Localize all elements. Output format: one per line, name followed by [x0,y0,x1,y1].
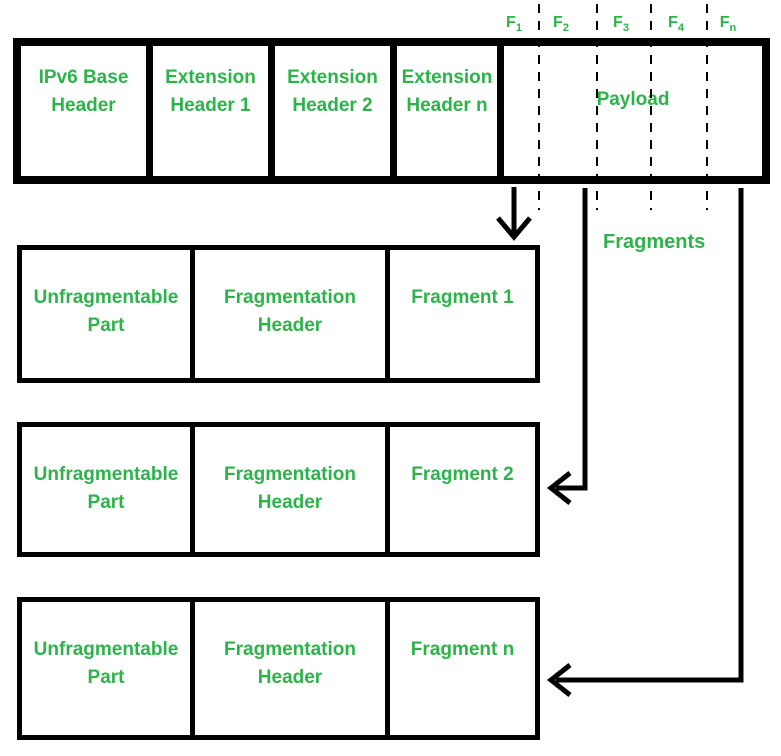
cell-fragmentation-header: Fragmentation Header [195,250,390,378]
payload-fragment-marker-f2: F2 [553,14,569,34]
payload-fragment-marker-f1: F1 [506,14,522,34]
arrow-to-fragment-1 [496,187,532,241]
marker-base: F [668,14,678,31]
fragment-row-1: Unfragmentable Part Fragmentation Header… [17,245,540,383]
arrow-to-fragment-n [546,188,744,697]
payload-fragment-marker-f3: F3 [613,14,629,34]
cell-fragmentation-header: Fragmentation Header [195,427,390,552]
arrow-to-fragment-2 [546,188,588,505]
packet-cell-extension-header-n: Extension Header n [397,46,504,176]
packet-cell-base-header: IPv6 Base Header [21,46,153,176]
marker-base: F [553,14,563,31]
marker-subscript: 3 [622,22,629,35]
packet-cell-payload: Payload [596,89,670,110]
cell-unfragmentable-part: Unfragmentable Part [22,602,195,735]
cell-unfragmentable-part: Unfragmentable Part [22,250,195,378]
marker-subscript: 2 [562,22,569,35]
packet-cell-extension-header-2: Extension Header 2 [275,46,397,176]
payload-fragment-marker-fn: Fn [720,14,737,34]
marker-base: F [506,14,516,31]
cell-fragment-1: Fragment 1 [411,287,514,308]
fragment-row-n: Unfragmentable Part Fragmentation Header… [17,597,540,740]
packet-cell-extension-header-1: Extension Header 1 [153,46,275,176]
cell-fragment-n: Fragment n [410,639,515,660]
cell-unfragmentable-part: Unfragmentable Part [22,427,195,552]
marker-subscript: 4 [677,22,684,35]
marker-base: F [719,14,730,31]
fragments-caption: Fragments [603,231,706,253]
marker-subscript: n [729,22,737,35]
marker-base: F [613,14,623,31]
marker-subscript: 1 [515,22,522,35]
cell-fragment-2: Fragment 2 [411,464,514,485]
ipv6-packet-box: IPv6 Base Header Extension Header 1 Exte… [13,38,770,184]
cell-fragmentation-header: Fragmentation Header [195,602,390,735]
payload-fragment-marker-f4: F4 [668,14,684,34]
fragment-row-2: Unfragmentable Part Fragmentation Header… [17,422,540,557]
